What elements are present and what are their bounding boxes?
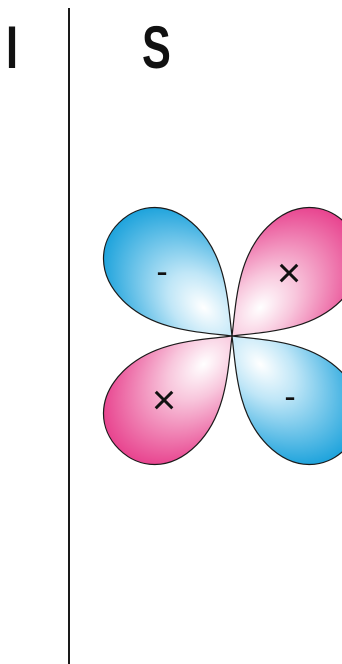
lobe-upper-right: [231, 206, 342, 337]
lobe-lower-left: [102, 335, 233, 466]
left-column-label: I: [6, 14, 19, 81]
lobe-upper-left: [102, 206, 233, 337]
right-column-label: S: [142, 14, 171, 81]
sign-upper-left: -: [156, 253, 167, 291]
lobe-lower-right: [231, 335, 342, 466]
sign-upper-right: ×: [277, 249, 302, 296]
column-divider: [68, 8, 70, 664]
sign-lower-right: -: [284, 378, 295, 416]
sign-lower-left: ×: [152, 376, 177, 423]
